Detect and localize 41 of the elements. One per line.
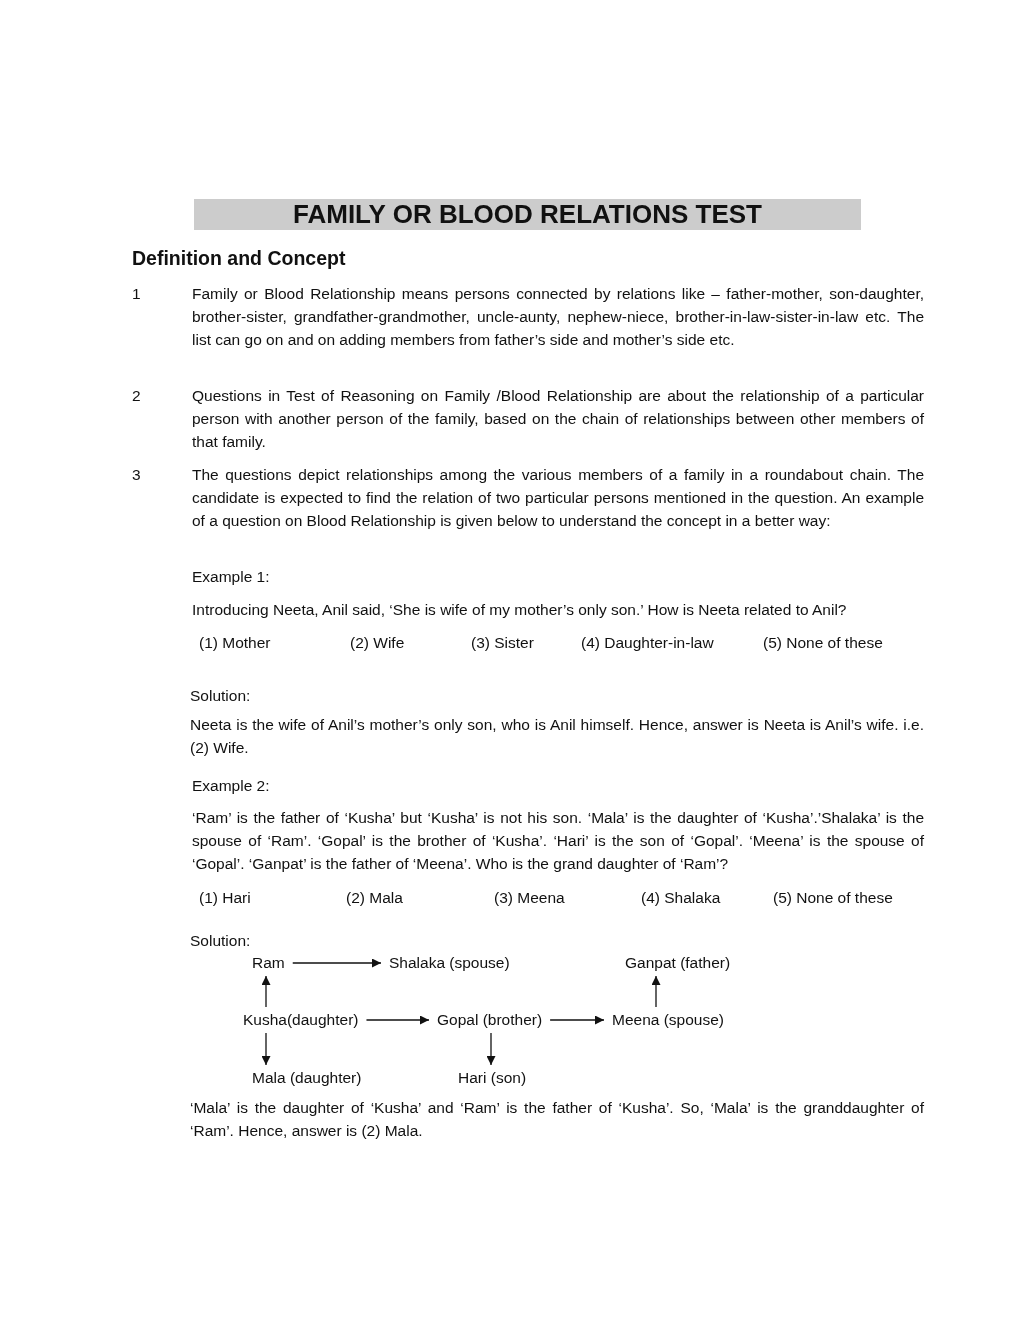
list-number: 3 xyxy=(132,465,141,485)
paragraph: Questions in Test of Reasoning on Family /Blood Relationship are about the relationship of a particular person with another person of the family, based on the chain of relationships between other members of that family. xyxy=(192,386,924,452)
family-member-label: Kusha(daughter) xyxy=(243,1010,359,1030)
answer-option: (4) Shalaka xyxy=(641,886,721,909)
example-heading: Example 2: xyxy=(192,776,270,796)
answer-option: (3) Sister xyxy=(471,631,534,654)
page-title: FAMILY OR BLOOD RELATIONS TEST xyxy=(194,199,861,230)
answer-option: (3) Meena xyxy=(494,886,565,909)
list-number: 1 xyxy=(132,284,141,304)
answer-option: (2) Wife xyxy=(350,631,405,654)
paragraph: Family or Blood Relationship means persons connected by relations like – father-mother, son-daughter, brother-sister, grandfather-grandmother, uncle-aunty, nephew-niece, brother-in-law-sister-in-law etc. The list can go on and on adding members from father’s side and mother’s side etc. xyxy=(192,284,924,350)
family-member-label: Hari (son) xyxy=(458,1068,527,1088)
answer-option: (1) Mother xyxy=(199,631,271,654)
answer-option: (5) None of these xyxy=(773,886,893,909)
arrow xyxy=(549,1015,605,1025)
solution-heading: Solution: xyxy=(190,686,251,706)
answer-option: (5) None of these xyxy=(763,631,883,654)
answer-option: (2) Mala xyxy=(346,886,403,909)
family-member-label: Ganpat (father) xyxy=(625,953,731,973)
family-member-label: Ram xyxy=(252,953,285,973)
family-member-label: Shalaka (spouse) xyxy=(389,953,510,973)
family-member-label: Mala (daughter) xyxy=(252,1068,362,1088)
paragraph: Neeta is the wife of Anil’s mother’s only son, who is Anil himself. Hence, answer is Neeta is Anil’s wife. i.e. (2) Wife. xyxy=(190,715,924,758)
solution-heading: Solution: xyxy=(190,931,251,951)
answer-option: (1) Hari xyxy=(199,886,251,909)
example-heading: Example 1: xyxy=(192,567,270,587)
arrow xyxy=(651,975,661,1008)
arrow xyxy=(261,975,271,1008)
paragraph: ‘Ram’ is the father of ‘Kusha’ but ‘Kusha’ is not his son. ‘Mala’ is the daughter of ‘Kusha’.’Shalaka’ is the spouse of ‘Ram’. ‘Gopal’ is the brother of ‘Kusha’. ‘Hari’ is the son of ‘Gopal’. ‘Meena’ is the spouse of ‘Gopal’. ‘Ganpat’ is the father of ‘Meena’. Who is the grand daughter of ‘Ram’? xyxy=(192,808,924,874)
arrow xyxy=(292,958,382,968)
section-heading: Definition and Concept xyxy=(132,247,347,270)
arrow xyxy=(365,1015,430,1025)
arrow xyxy=(261,1032,271,1066)
list-number: 2 xyxy=(132,386,141,406)
question-text: Introducing Neeta, Anil said, ‘She is wife of my mother’s only son.’ How is Neeta related to Anil? xyxy=(192,600,847,620)
arrow xyxy=(486,1032,496,1066)
family-member-label: Gopal (brother) xyxy=(437,1010,543,1030)
paragraph: ‘Mala’ is the daughter of ‘Kusha’ and ‘Ram’ is the father of ‘Kusha’. So, ‘Mala’ is the granddaughter of ‘Ram’. Hence, answer is (2) Mala. xyxy=(190,1098,924,1141)
family-member-label: Meena (spouse) xyxy=(612,1010,724,1030)
answer-option: (4) Daughter-in-law xyxy=(581,631,714,654)
paragraph: The questions depict relationships among the various members of a family in a roundabout chain. The candidate is expected to find the relation of two particular persons mentioned in the question. An example of a question on Blood Relationship is given below to understand the concept in a better way: xyxy=(192,465,924,531)
